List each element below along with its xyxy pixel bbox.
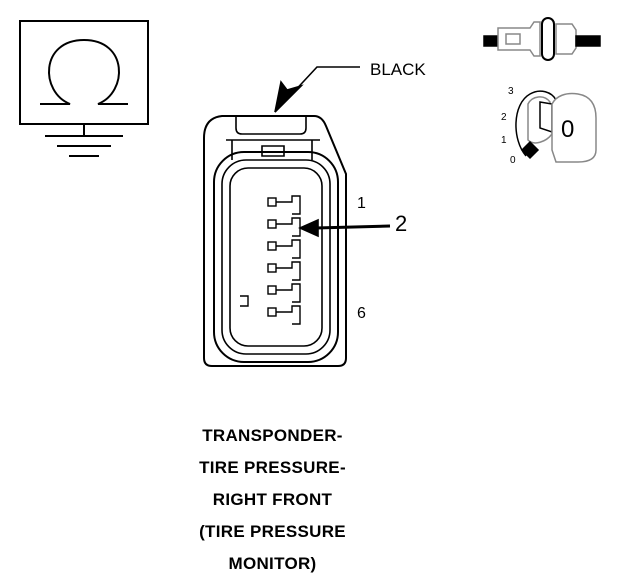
key-position-3: 3 [508, 86, 514, 97]
ignition-key-icon [483, 17, 601, 163]
connector-housing-icon [203, 66, 391, 367]
key-position-2: 2 [501, 112, 507, 123]
component-caption: TRANSPONDER- TIRE PRESSURE- RIGHT FRONT … [150, 420, 395, 580]
key-letter: 0 [561, 116, 575, 143]
caption-line: RIGHT FRONT [212, 490, 333, 509]
key-position-1: 1 [501, 135, 507, 146]
ground-symbol-icon [19, 20, 149, 157]
callout-number: 2 [395, 211, 408, 236]
connector-color-label: BLACK [370, 60, 426, 79]
key-position-0: 0 [510, 155, 516, 166]
caption-line: MONITOR) [228, 554, 317, 573]
pin-number-last: 6 [357, 305, 366, 322]
caption-line: TRANSPONDER- [202, 426, 343, 445]
caption-line: TIRE PRESSURE- [199, 458, 346, 477]
pin-number-first: 1 [357, 195, 366, 212]
caption-line: (TIRE PRESSURE [199, 522, 346, 541]
